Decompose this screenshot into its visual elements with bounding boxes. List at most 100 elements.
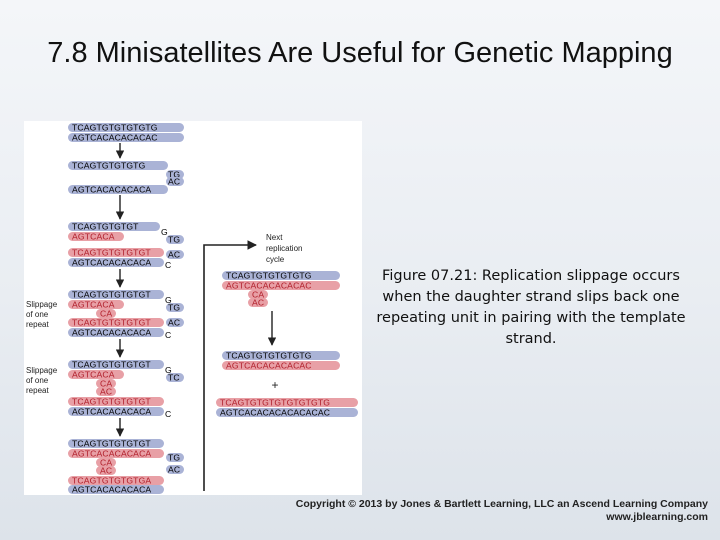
template-strand [68,439,164,448]
sequence: AGTCACA [72,300,115,310]
sequence: TCAGTGTGTGTG [72,161,146,171]
template-strand-end [166,465,184,474]
template-strand [68,258,164,267]
svg-text:of one: of one [26,310,49,319]
sequence: AC [168,465,180,475]
template-strand-end [166,250,184,259]
stage-6-expanded: TCAGTGTGTGTGT AGTCACACACACA CA AC TG AC … [68,439,184,495]
sequence: TCAGTGTGTGTGT [72,318,151,328]
sequence: G [161,227,168,237]
sequence: TG [168,170,180,180]
daughter-strand [68,370,124,379]
next-cycle-label: Next replication cycle [266,233,302,264]
template-strand-end [166,453,184,462]
daughter-strand [222,281,340,290]
sequence: G [165,295,172,305]
svg-text:Slippage: Slippage [26,300,58,309]
result-duplex-2: TCAGTGTGTGTGTG AGTCACACACACAC [222,351,340,371]
daughter-strand [68,318,164,327]
template-strand [68,161,168,170]
svg-text:repeat: repeat [26,320,49,329]
template-strand-end [166,177,184,186]
template-strand [68,185,168,194]
daughter-strand [68,476,164,485]
result-duplex-3: TCAGTGTGTGTGTGTGTG AGTCACACACACACACAC [216,398,358,418]
slipped-loop [96,379,116,388]
slipped-loop [96,309,116,318]
sequence: AGTCACACACACA [72,449,151,459]
svg-text:Slippage: Slippage [26,366,58,375]
stage-3-replication: TCAGTGTGTGT G AGTCACA TG TCAGTGTGTGTGT A… [68,222,184,270]
template-strand [68,485,164,494]
next-cycle-arrow [203,240,257,491]
stage-1-duplex: TCAGTGTGTGTGTG AGTCACACACACAC [68,123,184,143]
sequence: TG [168,235,180,245]
slippage-label-2: Slippage of one repeat [26,366,58,395]
sequence: AGTCACACACACAC [226,361,312,371]
replication-slippage-figure: TCAGTGTGTGTGTG AGTCACACACACAC TCAGTGTGTG… [24,121,362,495]
sequence: AGTCACACACACA [72,485,151,495]
sequence: TG [168,303,180,313]
stage-4-slippage: TCAGTGTGTGTGT G AGTCACA CA TG TCAGTGTGTG… [68,290,184,340]
sequence: CA [252,290,264,300]
sequence: TC [168,373,180,383]
template-strand [68,328,164,337]
sequence: AGTCACA [72,370,115,380]
sequence: AGTCACA [72,232,115,242]
sequence: TCAGTGTGTGTGT [72,290,151,300]
sequence: AC [168,318,180,328]
sequence: C [165,409,171,419]
sequence: AC [168,250,180,260]
plus-sign: + [271,378,278,392]
sequence: AGTCACACACACA [72,407,151,417]
template-strand [222,351,340,360]
template-strand-end [166,318,184,327]
template-strand [216,408,358,417]
slide-title: 7.8 Minisatellites Are Useful for Geneti… [47,37,673,69]
daughter-strand [68,449,164,458]
svg-text:repeat: repeat [26,386,49,395]
svg-text:of one: of one [26,376,49,385]
sequence: AC [252,298,264,308]
svg-text:replication: replication [266,244,302,253]
slipped-loop [96,466,116,475]
sequence: C [165,260,171,270]
sequence: AGTCACACACACA [72,258,151,268]
sequence: CA [100,379,112,389]
sequence: TCAGTGTGTGT [72,222,139,232]
template-strand [68,133,184,142]
svg-text:cycle: cycle [266,255,285,264]
sequence: CA [100,309,112,319]
figure-caption: Figure 07.21: Replication slippage occur… [376,268,686,347]
sequence: AGTCACACACACAC [72,133,158,143]
sequence: TCAGTGTGTGTGT [72,397,151,407]
daughter-strand [68,397,164,406]
template-strand [68,123,184,132]
sequence: AC [100,466,112,476]
copyright-notice: Copyright © 2013 by Jones & Bartlett Lea… [296,498,708,524]
daughter-strand [68,300,124,309]
slipped-loop [248,290,268,299]
template-strand [68,290,164,299]
sequence: TCAGTGTGTGTGTGTGTG [220,398,330,408]
sequence: C [165,330,171,340]
sequence: TCAGTGTGTGTGTG [226,351,312,361]
daughter-strand [216,398,358,407]
template-strand [222,271,340,280]
template-strand [68,360,164,369]
sequence: AC [100,387,112,397]
stage-2-separation: TCAGTGTGTGTG TG AGTCACACACACA AC [68,161,184,195]
sequence: AGTCACACACACACACAC [220,408,330,418]
sequence: AGTCACACACACAC [226,281,312,291]
sequence: AGTCACACACACA [72,328,151,338]
template-strand [68,222,160,231]
sequence: AC [168,177,180,187]
template-strand-end [166,170,184,179]
sequence: CA [100,458,112,468]
template-strand [68,407,164,416]
template-strand-end [166,235,184,244]
sequence: TCAGTGTGTGTGT [72,439,151,449]
sequence: G [165,365,172,375]
sequence: TCAGTGTGTGTGT [72,360,151,370]
figure-svg: TCAGTGTGTGTGTG AGTCACACACACAC TCAGTGTGTG… [26,123,358,495]
